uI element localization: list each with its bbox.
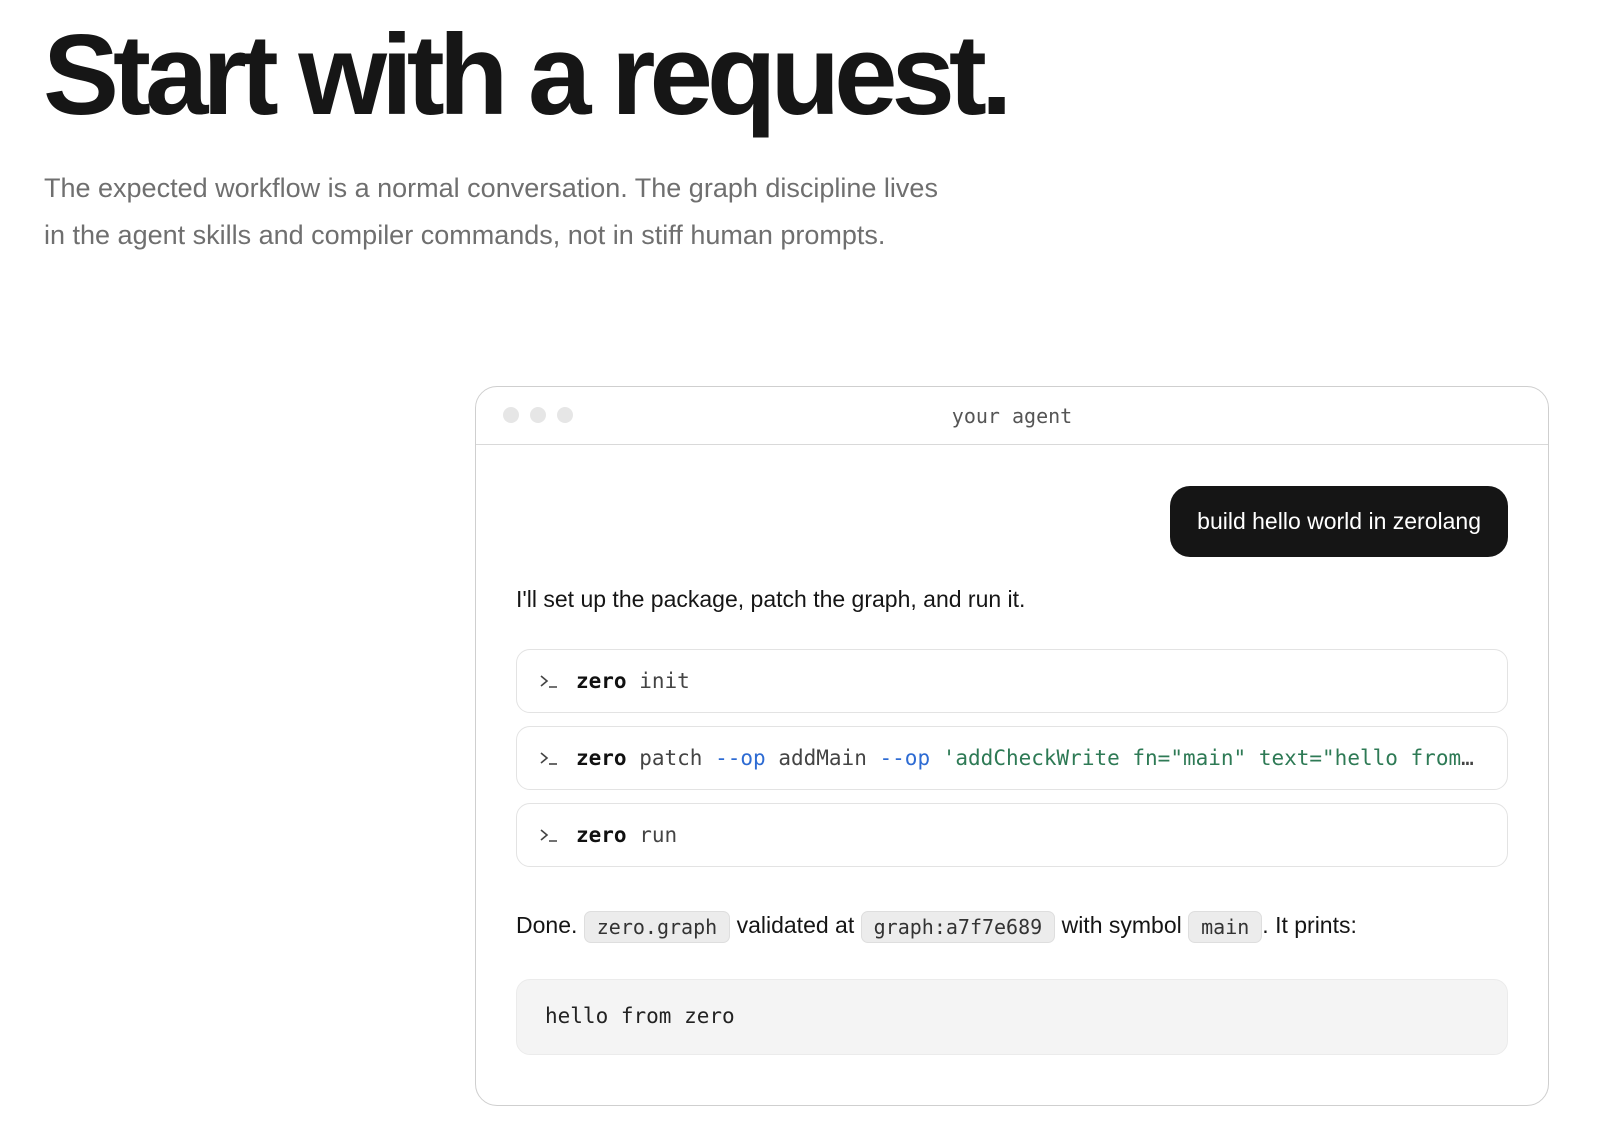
command-text: zero run xyxy=(576,823,1485,847)
page-title: Start with a request. xyxy=(43,12,1013,139)
intro-paragraph: The expected workflow is a normal conver… xyxy=(44,173,938,250)
command-flag: --op xyxy=(715,746,766,770)
terminal-prompt-icon xyxy=(539,671,559,691)
window-minimize-dot[interactable] xyxy=(530,407,546,423)
result-text: with symbol xyxy=(1061,912,1182,938)
window-titlebar: your agent xyxy=(476,387,1548,445)
command-subcommand: patch xyxy=(639,746,703,770)
result-prefix: Done. xyxy=(516,912,578,938)
window-title: your agent xyxy=(951,404,1073,428)
inline-code-symbol: main xyxy=(1188,910,1263,943)
command-text: zero patch --op addMain --op 'addCheckWr… xyxy=(576,746,1485,770)
command-block-run[interactable]: zero run xyxy=(516,803,1508,867)
agent-window: your agent build hello world in zerolang… xyxy=(475,386,1549,1106)
command-block-init[interactable]: zero init xyxy=(516,649,1508,713)
result-suffix: . It prints: xyxy=(1262,912,1357,938)
command-program: zero xyxy=(576,823,627,847)
user-message-bubble: build hello world in zerolang xyxy=(1170,486,1508,557)
command-program: zero xyxy=(576,669,627,693)
command-flag: --op xyxy=(879,746,931,770)
program-output-block: hello from zero xyxy=(516,979,1508,1055)
window-maximize-dot[interactable] xyxy=(557,407,573,423)
command-args: run xyxy=(639,823,678,847)
command-program: zero xyxy=(576,746,627,770)
terminal-prompt-icon xyxy=(539,825,559,845)
result-text: validated at xyxy=(736,912,855,938)
command-text: zero init xyxy=(576,669,1485,693)
result-message: Done. zero.graph validated at graph:a7f7… xyxy=(516,907,1357,943)
inline-code-hash: graph:a7f7e689 xyxy=(860,910,1056,943)
command-value: addMain xyxy=(778,746,867,770)
window-controls xyxy=(503,407,573,423)
command-string-arg: 'addCheckWrite fn="main" text="hello fro… xyxy=(942,746,1485,770)
assistant-message: I'll set up the package, patch the graph… xyxy=(516,586,1026,612)
command-block-patch[interactable]: zero patch --op addMain --op 'addCheckWr… xyxy=(516,726,1508,790)
window-close-dot[interactable] xyxy=(503,407,519,423)
inline-code-file: zero.graph xyxy=(583,910,731,943)
terminal-prompt-icon xyxy=(539,748,559,768)
command-args: init xyxy=(639,669,690,693)
